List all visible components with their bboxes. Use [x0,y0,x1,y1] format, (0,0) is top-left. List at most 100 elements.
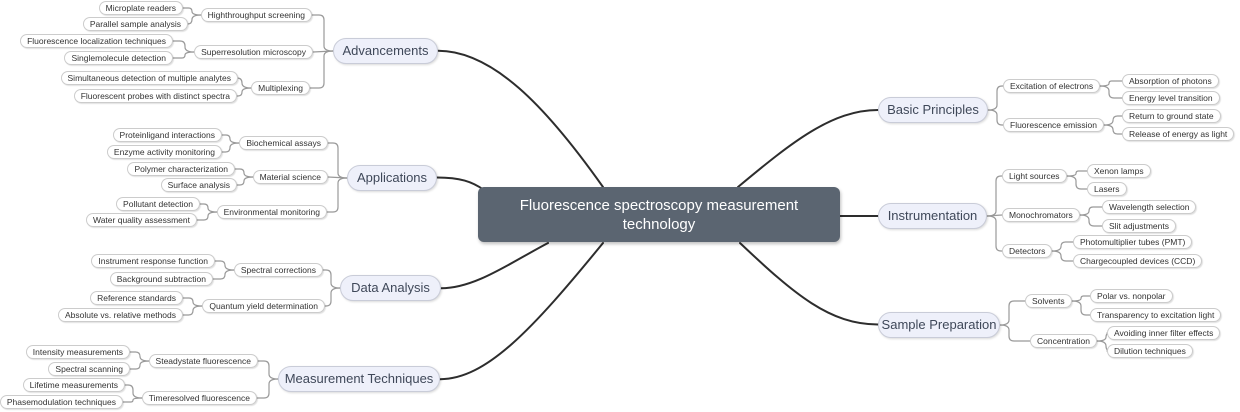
node-quantum-yield-determination[interactable]: Quantum yield determination [202,298,325,313]
node-instrument-response-function[interactable]: Instrument response function [91,254,215,269]
sub-connector-line [1099,85,1123,99]
sub-connector-line [324,287,341,307]
topic-sample-preparation[interactable]: Sample Preparation [878,311,1000,338]
node-fluorescence-emission[interactable]: Fluorescence emission [1003,117,1104,132]
node-absolute-vs-relative-methods[interactable]: Absolute vs. relative methods [57,307,183,322]
node-pollutant-detection[interactable]: Pollutant detection [116,197,200,212]
sub-connector-line [122,397,143,403]
sub-connector-line [256,378,279,399]
sub-connector-line [1103,115,1123,126]
sub-connector-line [986,175,1003,217]
node-spectral-corrections[interactable]: Spectral corrections [233,262,323,277]
node-proteinligand-interactions[interactable]: Proteinligand interactions [112,127,222,142]
topic-instrumentation[interactable]: Instrumentation [878,203,987,229]
node-avoiding-inner-filter-effects[interactable]: Avoiding inner filter effects [1107,325,1221,340]
root-node[interactable]: Fluorescence spectroscopy measurement te… [478,187,840,242]
sub-connector-line [257,360,279,380]
sub-connector-line [182,7,202,16]
node-lifetime-measurements[interactable]: Lifetime measurements [22,378,125,393]
node-dilution-techniques[interactable]: Dilution techniques [1107,344,1193,359]
node-release-of-energy-as-light[interactable]: Release of energy as light [1122,126,1235,141]
node-light-sources[interactable]: Light sources [1002,169,1067,184]
node-singlemolecule-detection[interactable]: Singlemolecule detection [64,51,173,66]
sub-connector-line [129,351,150,362]
node-biochemical-assays[interactable]: Biochemical assays [239,135,328,150]
node-steadystate-fluorescence[interactable]: Steadystate fluorescence [148,353,258,368]
sub-connector-line [1071,295,1091,302]
sub-connector-line [199,203,218,213]
node-xenon-lamps[interactable]: Xenon lamps [1087,163,1151,178]
node-chargecoupled-devices-ccd[interactable]: Chargecoupled devices (CCD) [1073,253,1203,268]
node-fluorescence-localization-techniques[interactable]: Fluorescence localization techniques [20,34,173,49]
sub-connector-line [196,211,218,221]
node-lasers[interactable]: Lasers [1087,181,1127,196]
node-photomultiplier-tubes-pmt[interactable]: Photomultiplier tubes (PMT) [1073,235,1193,250]
sub-connector-line [999,300,1026,326]
branch-line-sample-preparation [739,242,879,326]
sub-connector-line [187,14,202,25]
node-monochromators[interactable]: Monochromators [1002,207,1080,222]
node-spectral-scanning[interactable]: Spectral scanning [48,361,130,376]
node-water-quality-assessment[interactable]: Water quality assessment [86,213,197,228]
branch-line-data-analysis [440,242,549,290]
sub-connector-line [1051,241,1074,252]
node-excitation-of-electrons[interactable]: Excitation of electrons [1003,79,1101,94]
node-detectors[interactable]: Detectors [1002,243,1053,258]
sub-connector-line [221,134,240,144]
node-environmental-monitoring[interactable]: Environmental monitoring [216,205,327,220]
sub-connector-line [1099,80,1123,87]
topic-data-analysis[interactable]: Data Analysis [340,275,441,302]
node-background-subtraction[interactable]: Background subtraction [109,271,213,286]
node-return-to-ground-state[interactable]: Return to ground state [1122,109,1221,124]
branch-line-advancements [437,49,604,188]
sub-connector-line [129,360,150,370]
node-energy-level-transition[interactable]: Energy level transition [1122,90,1220,105]
sub-connector-line [1051,250,1074,262]
node-absorption-of-photons[interactable]: Absorption of photons [1122,73,1219,88]
sub-connector-line [986,215,1003,252]
node-microplate-readers[interactable]: Microplate readers [98,0,183,15]
sub-connector-line [236,87,252,97]
sub-connector-line [327,142,348,179]
node-multiplexing[interactable]: Multiplexing [251,80,310,95]
sub-connector-line [236,176,254,186]
node-solvents[interactable]: Solvents [1025,294,1072,309]
node-surface-analysis[interactable]: Surface analysis [160,178,237,193]
sub-connector-line [182,305,203,316]
sub-connector-line [1066,170,1088,177]
sub-connector-line [999,324,1031,342]
node-parallel-sample-analysis[interactable]: Parallel sample analysis [82,17,188,31]
node-timeresolved-fluorescence[interactable]: Timeresolved fluorescence [141,390,257,405]
topic-measurement-techniques[interactable]: Measurement Techniques [278,366,440,393]
node-concentration[interactable]: Concentration [1030,333,1097,348]
sub-connector-line [311,14,334,52]
topic-basic-principles[interactable]: Basic Principles [878,97,988,123]
sub-connector-line [987,85,1004,111]
node-highthroughput-screening[interactable]: Highthroughput screening [200,8,312,23]
node-simultaneous-detection-of-multiple-analytes[interactable]: Simultaneous detection of multiple analy… [60,70,238,85]
node-polymer-characterization[interactable]: Polymer characterization [127,161,235,176]
node-intensity-measurements[interactable]: Intensity measurements [25,344,130,359]
node-material-science[interactable]: Material science [252,170,328,185]
sub-connector-line [1079,206,1103,216]
topic-advancements[interactable]: Advancements [333,38,438,64]
node-fluorescent-probes-with-distinct-spectra[interactable]: Fluorescent probes with distinct spectra [73,88,237,103]
sub-connector-line [182,297,203,307]
node-slit-adjustments[interactable]: Slit adjustments [1102,218,1176,233]
node-wavelength-selection[interactable]: Wavelength selection [1102,200,1197,215]
node-polar-vs-nonpolar[interactable]: Polar vs. nonpolar [1090,289,1173,304]
node-superresolution-microscopy[interactable]: Superresolution microscopy [194,45,313,60]
sub-connector-line [987,109,1004,126]
sub-connector-line [309,50,334,89]
node-transparency-to-excitation-light[interactable]: Transparency to excitation light [1090,307,1222,322]
node-enzyme-activity-monitoring[interactable]: Enzyme activity monitoring [106,145,222,160]
sub-connector-line [212,269,235,280]
node-phasemodulation-techniques[interactable]: Phasemodulation techniques [0,394,123,409]
topic-applications[interactable]: Applications [347,164,437,191]
node-reference-standards[interactable]: Reference standards [90,290,183,305]
sub-connector-line [1066,175,1088,190]
branch-line-basic-principles [737,109,879,188]
sub-connector-line [326,177,348,213]
